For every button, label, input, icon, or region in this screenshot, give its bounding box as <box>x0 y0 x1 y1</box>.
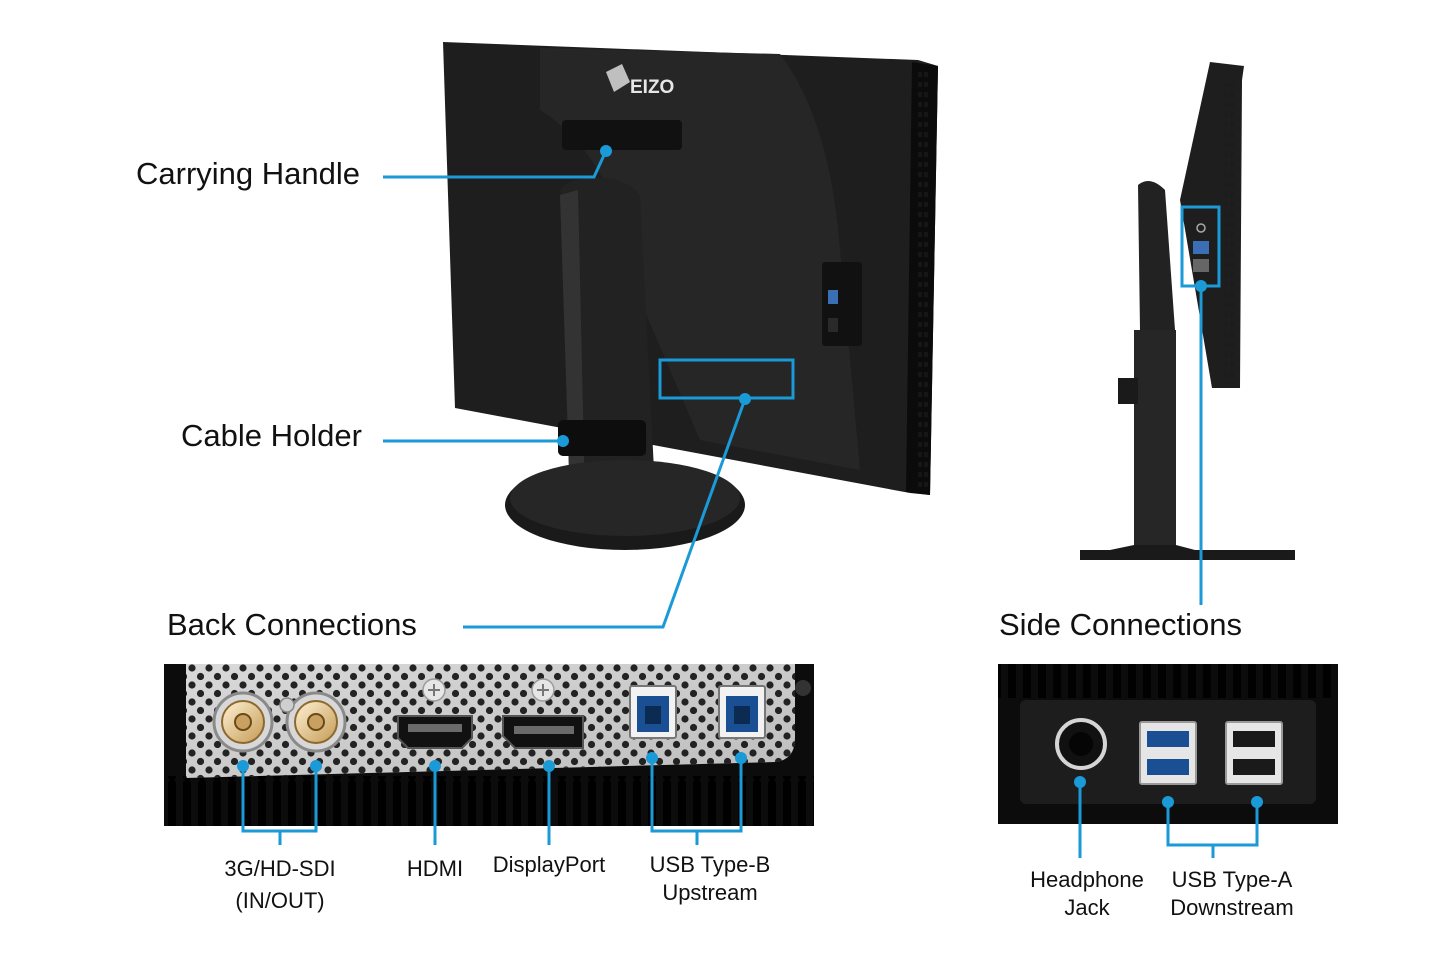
side-connections-detail <box>998 664 1338 824</box>
usb-a-port-blue <box>1139 721 1197 785</box>
sdi-out-connector <box>285 691 347 753</box>
rear-housing <box>540 48 860 470</box>
back-connections-label: Back Connections <box>167 607 417 642</box>
callout-lines <box>241 152 1259 858</box>
eizo-logo: EIZO <box>606 64 674 98</box>
usb-b-label: USB Type-B Upstream <box>626 851 794 907</box>
sdi-label-line1: 3G/HD-SDI <box>224 856 336 881</box>
back-connections-highlight <box>658 358 795 400</box>
sdi-in-connector <box>212 691 274 753</box>
usb-a-label: USB Type-A Downstream <box>1146 866 1318 922</box>
hdmi-port <box>397 715 473 749</box>
displayport-port <box>502 715 584 749</box>
usb-b-port-1 <box>629 685 677 739</box>
side-connections-label: Side Connections <box>999 607 1242 642</box>
usb-b-label-line1: USB Type-B <box>649 852 771 877</box>
cable-holder <box>558 420 646 456</box>
side-stand-column <box>1138 181 1175 330</box>
stand-column <box>560 177 655 501</box>
brand-text: EIZO <box>630 77 674 98</box>
displayport-label: DisplayPort <box>492 852 606 877</box>
carrying-handle-label: Carrying Handle <box>136 156 360 191</box>
usb-b-port-2 <box>718 685 766 739</box>
usb-a-label-line2: Downstream <box>1170 895 1294 920</box>
callout-dots <box>237 145 1263 808</box>
hdmi-label: HDMI <box>406 856 464 881</box>
usb-a-port-black <box>1225 721 1283 785</box>
headphone-jack <box>1055 718 1107 770</box>
headphone-label-line1: Headphone <box>1030 867 1144 892</box>
monitor-side-view <box>1080 62 1295 560</box>
monitor-back-view: EIZO <box>443 42 938 550</box>
side-stand-base <box>1080 545 1295 560</box>
sdi-label-line2: (IN/OUT) <box>235 888 325 913</box>
usb-b-label-line2: Upstream <box>662 880 758 905</box>
sdi-label: 3G/HD-SDI (IN/OUT) <box>200 855 360 915</box>
back-connections-detail <box>164 664 814 826</box>
carrying-handle <box>562 120 682 150</box>
cable-holder-label: Cable Holder <box>181 418 362 453</box>
usb-a-label-line1: USB Type-A <box>1171 867 1293 892</box>
headphone-label: Headphone Jack <box>1014 866 1160 922</box>
headphone-label-line2: Jack <box>1064 895 1110 920</box>
